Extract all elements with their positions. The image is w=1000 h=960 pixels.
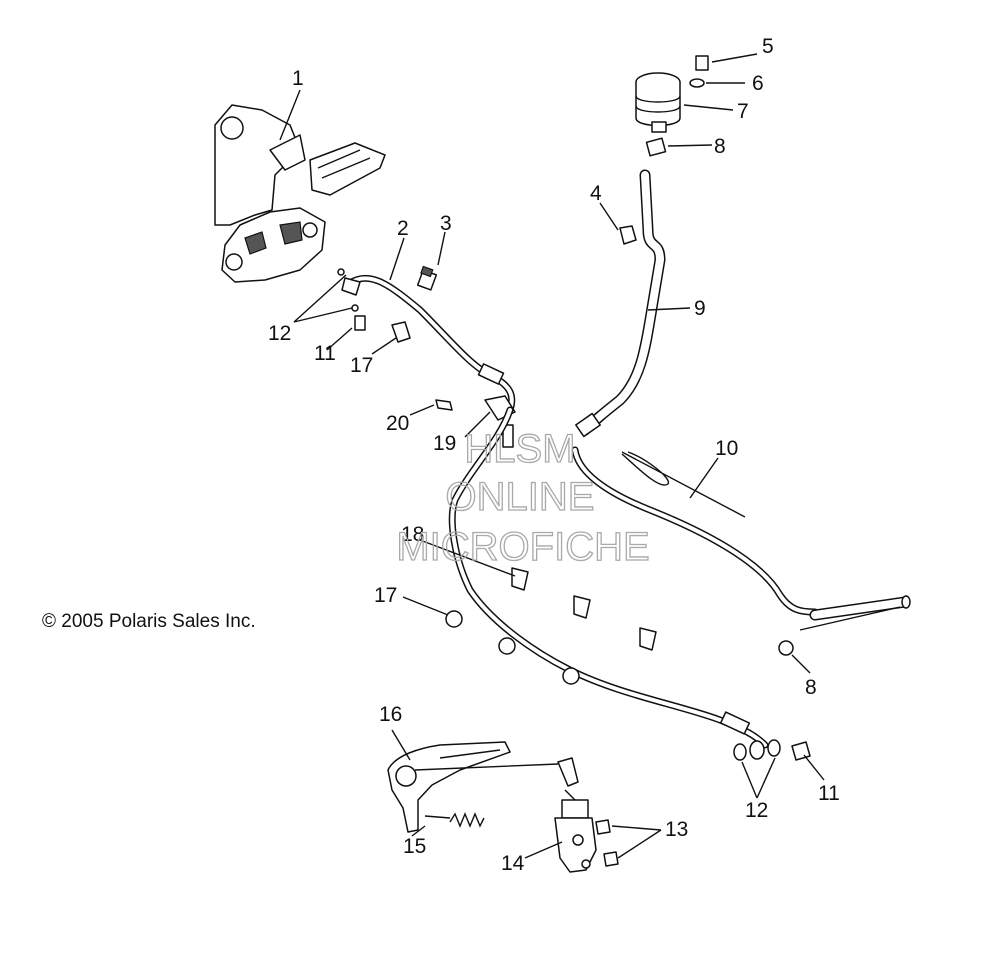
brake-caliper-assembly: [214, 104, 386, 283]
callout-12-lower: 12: [745, 799, 768, 822]
cable-tie-10: [621, 451, 746, 518]
callout-1: 1: [292, 67, 304, 90]
callout-18: 18: [401, 523, 424, 546]
master-cylinder-14: [554, 757, 597, 873]
callout-10: 10: [715, 437, 738, 460]
clips-18: [511, 567, 657, 651]
callout-2: 2: [397, 217, 409, 240]
return-spring-15: [449, 812, 485, 828]
callout-14: 14: [501, 852, 525, 875]
callout-11-lower: 11: [818, 782, 840, 805]
reservoir-hose-9: [575, 169, 666, 438]
callout-12-upper: 12: [268, 322, 291, 345]
callout-6: 6: [752, 72, 764, 95]
lower-hose-to-pedal: [571, 446, 911, 621]
copyright-notice: © 2005 Polaris Sales Inc.: [42, 611, 256, 632]
callout-13: 13: [665, 818, 688, 841]
bolt-11-lower: [791, 741, 811, 761]
fitting-17-upper: [391, 321, 411, 343]
fasteners-17-lower: [445, 610, 580, 685]
watermark-line-3: MICROFICHE: [396, 525, 649, 569]
watermark: HLSM ONLINE MICROFICHE: [396, 426, 651, 569]
callout-20: 20: [386, 412, 409, 435]
brake-pedal-16: [387, 741, 511, 833]
callout-15: 15: [403, 835, 426, 858]
callout-5: 5: [762, 35, 774, 58]
bolts-13: [595, 819, 619, 867]
bolt-11-upper: [354, 315, 366, 331]
callout-8-lower: 8: [805, 676, 817, 699]
clamp-8-lower: [778, 640, 794, 656]
leader-lines: [279, 53, 901, 859]
callout-19: 19: [433, 432, 456, 455]
callout-17-upper: 17: [350, 354, 373, 377]
callout-3: 3: [440, 212, 452, 235]
watermark-line-1: HLSM: [464, 427, 575, 471]
washers-12-lower: [733, 739, 781, 761]
watermark-line-2: ONLINE: [446, 475, 595, 519]
callout-17-lower: 17: [374, 584, 397, 607]
callout-8-upper: 8: [714, 135, 726, 158]
callout-9: 9: [694, 297, 706, 320]
callout-labels: 1 2 3 4 5 6 7 8 9 10 11 12 17 20 19 18 1…: [268, 35, 840, 875]
callout-11-upper: 11: [314, 342, 336, 365]
callout-4: 4: [590, 182, 602, 205]
brake-line-front: [341, 274, 516, 414]
callout-7: 7: [737, 100, 749, 123]
bolt-20: [435, 399, 453, 411]
fitting-3: [416, 265, 438, 291]
callout-16: 16: [379, 703, 402, 726]
reservoir-assembly: [635, 55, 709, 157]
brake-line-rear: [448, 406, 769, 749]
clamp-4: [619, 225, 637, 245]
